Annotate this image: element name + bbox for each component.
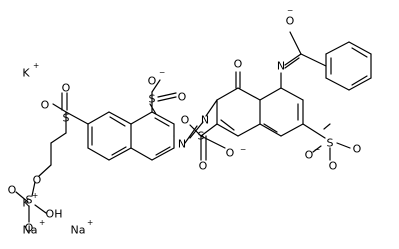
atom-o-sulfone-2: O: [41, 99, 50, 112]
counterion-k-2-charge: +: [32, 191, 38, 200]
atom-o-sulfonate-middle-1: O: [181, 114, 190, 127]
atom-s-sulfone: S: [63, 112, 70, 125]
counterion-na-1-charge: +: [39, 218, 45, 227]
atom-o-sulfone-1: O: [62, 82, 71, 95]
atom-o-ketone: O: [234, 58, 243, 71]
counterion-k-2: K: [22, 197, 30, 210]
atom-s-sulfonate-top: S: [149, 93, 156, 106]
atom-n-azo-2: N: [178, 138, 186, 151]
atom-s-sulfonate-middle: S: [198, 130, 205, 143]
atom-o-sulfonate-right-3: O: [305, 149, 314, 162]
counterions: K + K + Na + Na +: [22, 61, 93, 237]
atom-n-azo-1: N: [201, 114, 209, 127]
atom-o-sulfonate-top-1: O: [148, 75, 157, 88]
atom-o-sulfonate-top-2: O: [178, 91, 187, 104]
charge-o-sulfonate-right: −: [314, 145, 320, 154]
counterion-k-1-charge: +: [33, 61, 39, 70]
atom-o-sulfonate-middle-2: O: [226, 147, 235, 160]
counterion-na-2-charge: +: [87, 218, 93, 227]
atom-n-amide: N: [277, 60, 285, 73]
counterion-k-1: K: [22, 67, 30, 80]
charge-o-sulfonate-middle: −: [240, 145, 246, 154]
atom-labels: O − N O S O O O − S O − O O N N O − S O …: [8, 6, 362, 235]
atom-o-sulfonate-middle-3: O: [199, 160, 208, 173]
charge-o-amide: −: [287, 6, 293, 15]
atom-o-sulfonate-right-1: O: [329, 160, 338, 173]
counterion-na-2: Na: [71, 224, 86, 237]
atom-o-sulfate-1: O: [8, 184, 17, 197]
atom-o-sulfate-2: O: [25, 222, 34, 235]
atom-o-amide: O: [286, 15, 295, 28]
bond-lines: [15, 31, 372, 223]
counterion-na-1: Na: [23, 224, 38, 237]
atom-s-sulfonate-right: S: [327, 137, 334, 150]
charge-o-sulfonate-top: −: [159, 68, 165, 77]
atom-o-sulfonate-right-2: O: [353, 143, 362, 156]
atom-s-sulfate: S: [26, 194, 33, 207]
atom-o-ester: O: [33, 174, 42, 187]
atom-oh-sulfate: OH: [46, 208, 63, 221]
